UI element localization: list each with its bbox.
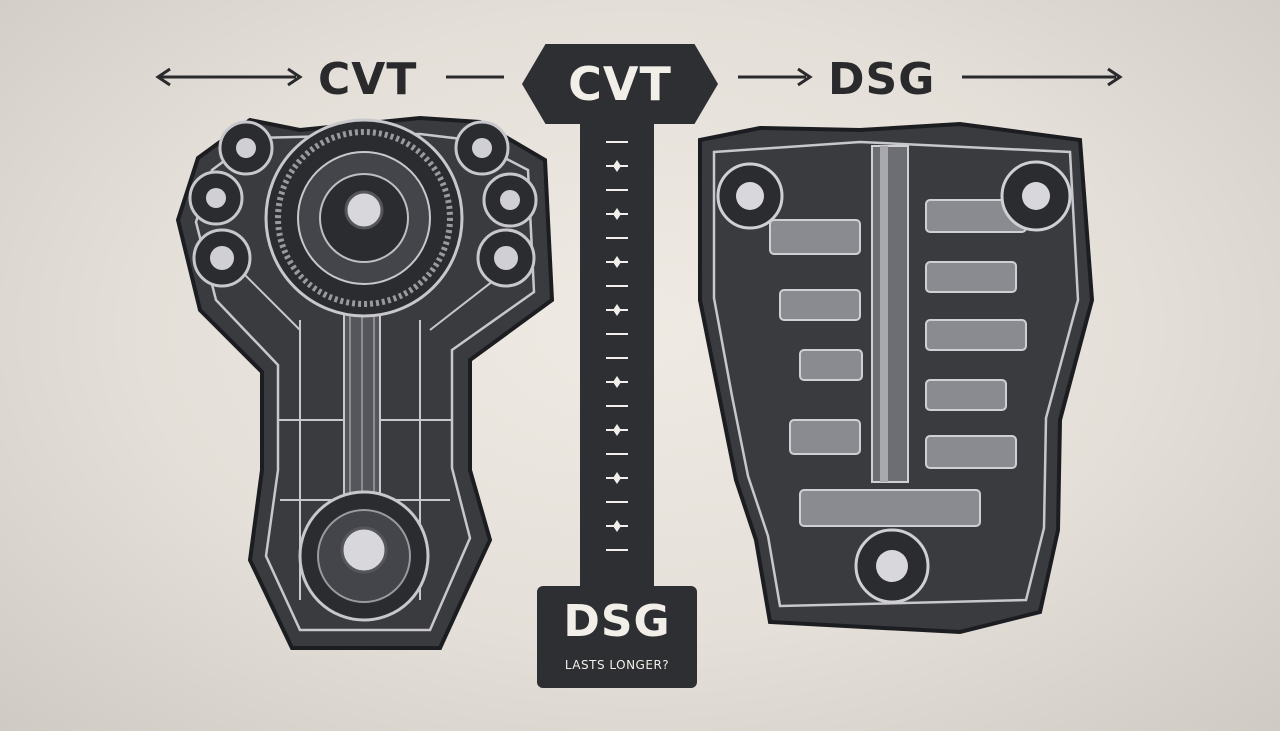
header-arrow-middle [738, 67, 813, 87]
header-arrow-left [155, 67, 303, 87]
dsg-transmission-illustration [698, 121, 1095, 635]
center-bottom-tag: DSG LASTS LONGER? [537, 586, 697, 688]
center-top-tag: CVT [522, 44, 718, 124]
center-bottom-label: DSG [563, 596, 671, 647]
header-arrow-right [962, 67, 1123, 87]
dsg-heading: DSG [828, 54, 936, 105]
center-bottom-caption: LASTS LONGER? [564, 658, 670, 672]
cvt-heading: CVT [318, 54, 418, 105]
cvt-transmission-illustration [175, 115, 555, 650]
